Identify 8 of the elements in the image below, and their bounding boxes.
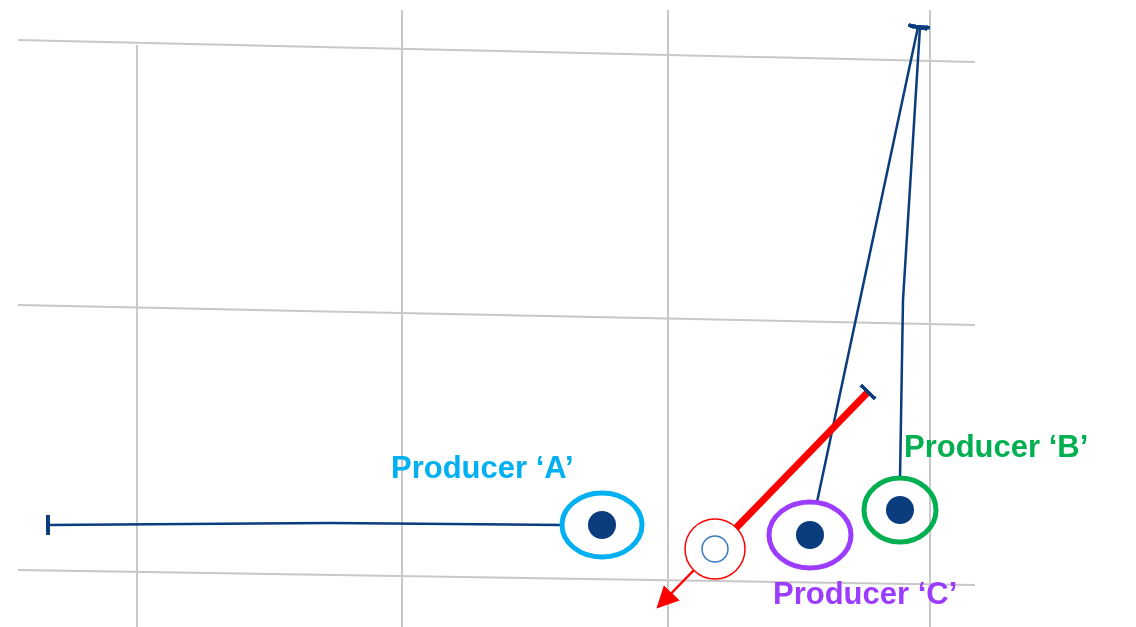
well-label: Producer ‘B’ [904, 431, 1089, 462]
well-path [815, 22, 929, 503]
well-label: Producer ‘C’ [773, 578, 958, 609]
well-label: Producer ‘A’ [391, 452, 574, 483]
well-path [733, 383, 877, 531]
well-path [45, 515, 562, 535]
arrow [656, 569, 695, 609]
well-path [898, 24, 931, 479]
